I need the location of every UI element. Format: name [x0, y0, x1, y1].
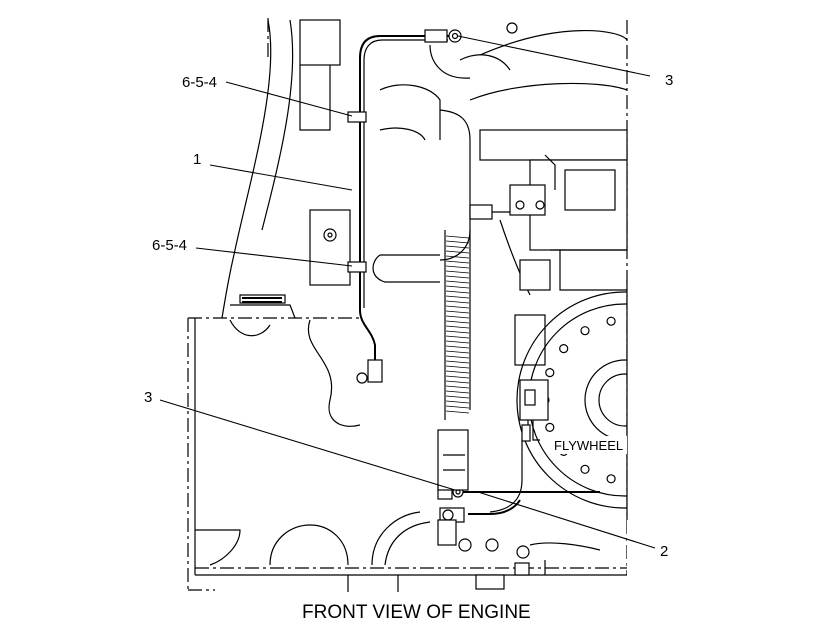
callout-3-left: 3: [144, 389, 152, 406]
leader-lines: [159, 35, 656, 549]
callout-6-5-4-mid: 6-5-4: [152, 237, 187, 254]
intake-hoses: [372, 22, 628, 283]
radiator-fin: [445, 240, 470, 244]
radiator-fin: [445, 360, 470, 364]
engine-block: [469, 129, 628, 366]
radiator-fin: [445, 355, 470, 359]
radiator-fin: [445, 270, 470, 274]
flywheel-bolt: [559, 344, 569, 354]
radiator-fin: [445, 300, 470, 304]
callout-1: 1: [193, 151, 201, 168]
radiator-fin: [445, 365, 470, 369]
flywheel-label: FLYWHEEL: [554, 438, 623, 453]
radiator-fin: [445, 370, 470, 374]
radiator-fin: [445, 260, 470, 264]
radiator-fin: [445, 255, 470, 259]
callout-2: 2: [660, 543, 668, 560]
lower-housing: [195, 319, 601, 590]
lower-tubing: [437, 429, 600, 546]
radiator-fin: [445, 345, 470, 349]
radiator-fin: [445, 380, 470, 384]
radiator-fin: [445, 265, 470, 269]
left-housing: [221, 19, 351, 319]
flywheel-bolt: [580, 326, 590, 336]
radiator-fin: [445, 295, 470, 299]
radiator-fin: [445, 395, 470, 399]
radiator-fin: [445, 280, 470, 284]
radiator-fin: [445, 290, 470, 294]
radiator-fin: [445, 390, 470, 394]
pressure-tube: [347, 29, 462, 384]
radiator-fin: [445, 400, 470, 404]
callout-3-top: 3: [665, 72, 673, 89]
radiator-fin: [445, 250, 470, 254]
radiator-fin: [445, 325, 470, 329]
radiator-fin: [445, 350, 470, 354]
flywheel-bolt: [606, 474, 616, 484]
flywheel-bolt: [545, 422, 555, 432]
radiator-fin: [445, 330, 470, 334]
flywheel-bolt: [545, 368, 555, 378]
radiator-fin: [445, 340, 470, 344]
radiator-fin: [445, 245, 470, 249]
radiator-fin: [445, 235, 470, 239]
radiator-fin: [445, 385, 470, 389]
callout-6-5-4-top: 6-5-4: [182, 74, 217, 91]
radiator-fin: [445, 320, 470, 324]
flywheel-bolt: [606, 316, 616, 326]
radiator-fin: [445, 335, 470, 339]
radiator-core: [444, 230, 471, 420]
radiator-fin: [445, 375, 470, 379]
radiator-fin: [445, 310, 470, 314]
radiator-fin: [445, 275, 470, 279]
radiator-fin: [445, 305, 470, 309]
radiator-fin: [445, 405, 470, 409]
flywheel-bolt: [580, 464, 590, 474]
diagram-caption: FRONT VIEW OF ENGINE: [302, 602, 531, 623]
radiator-fin: [445, 410, 470, 414]
speed-sensor: [489, 379, 549, 513]
radiator-fin: [445, 315, 470, 319]
flywheel: [516, 280, 820, 580]
radiator-fin: [445, 285, 470, 289]
